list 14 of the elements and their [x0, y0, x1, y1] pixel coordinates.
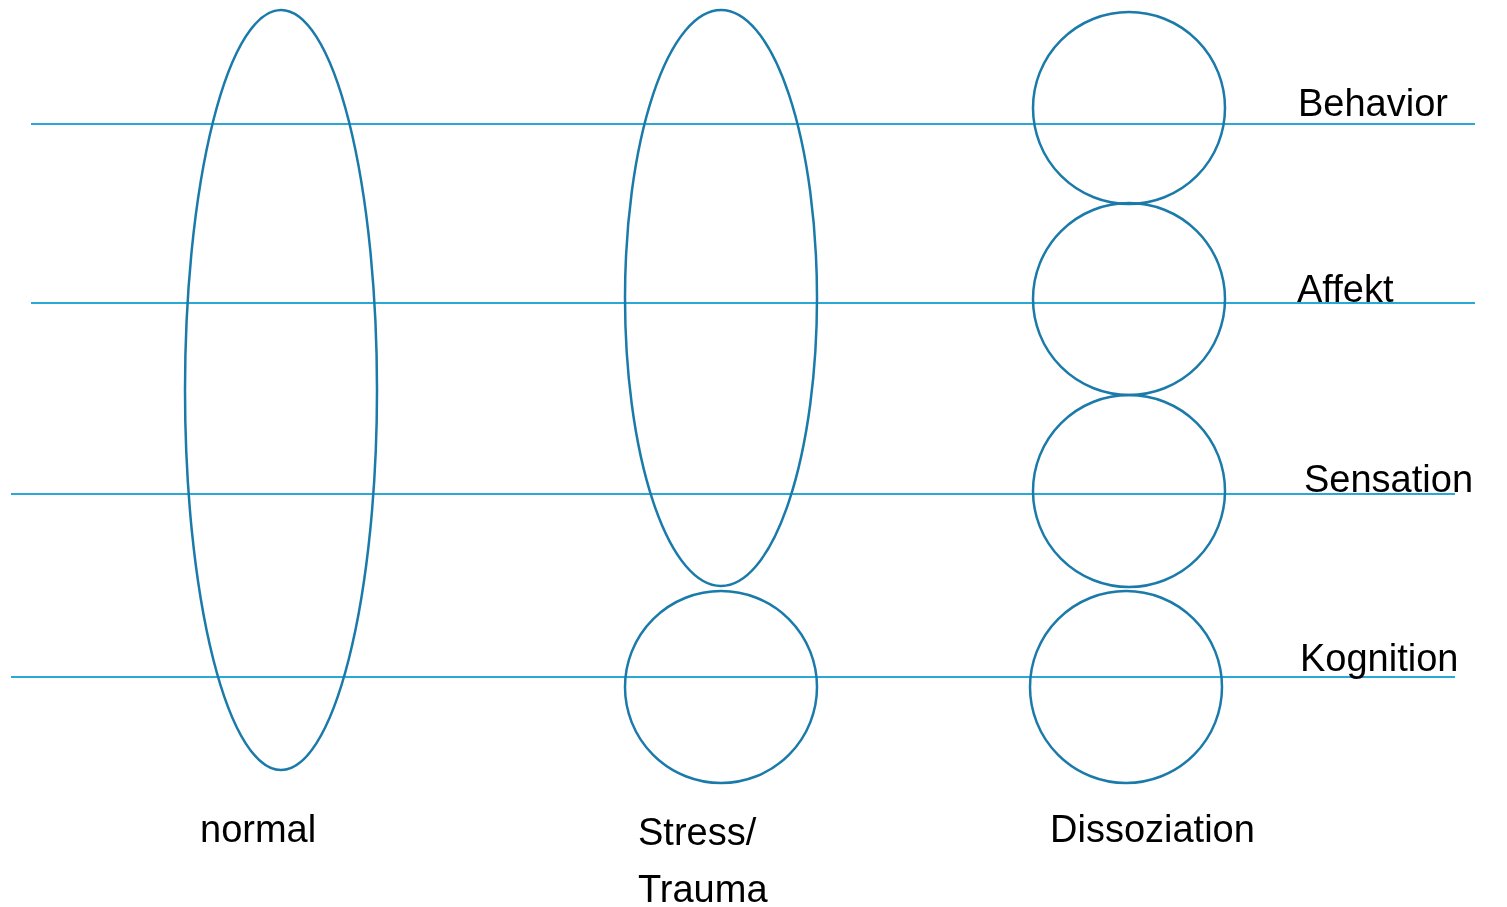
- circle-outline: [623, 589, 819, 785]
- level-label: Sensation: [1304, 457, 1473, 502]
- column-label: Stress/ Trauma: [638, 810, 769, 907]
- column-label: Dissoziation: [1050, 807, 1255, 852]
- ellipse-outline: [183, 8, 379, 772]
- circle-outline: [1031, 10, 1227, 206]
- level-label: Affekt: [1297, 267, 1394, 312]
- circle-outline: [1031, 393, 1227, 589]
- circle-outline: [1031, 201, 1227, 397]
- ellipse-outline: [623, 8, 819, 588]
- column-label: normal: [200, 807, 317, 852]
- level-label: Kognition: [1300, 636, 1459, 681]
- level-label: Behavior: [1298, 81, 1448, 126]
- circle-outline: [1028, 589, 1224, 785]
